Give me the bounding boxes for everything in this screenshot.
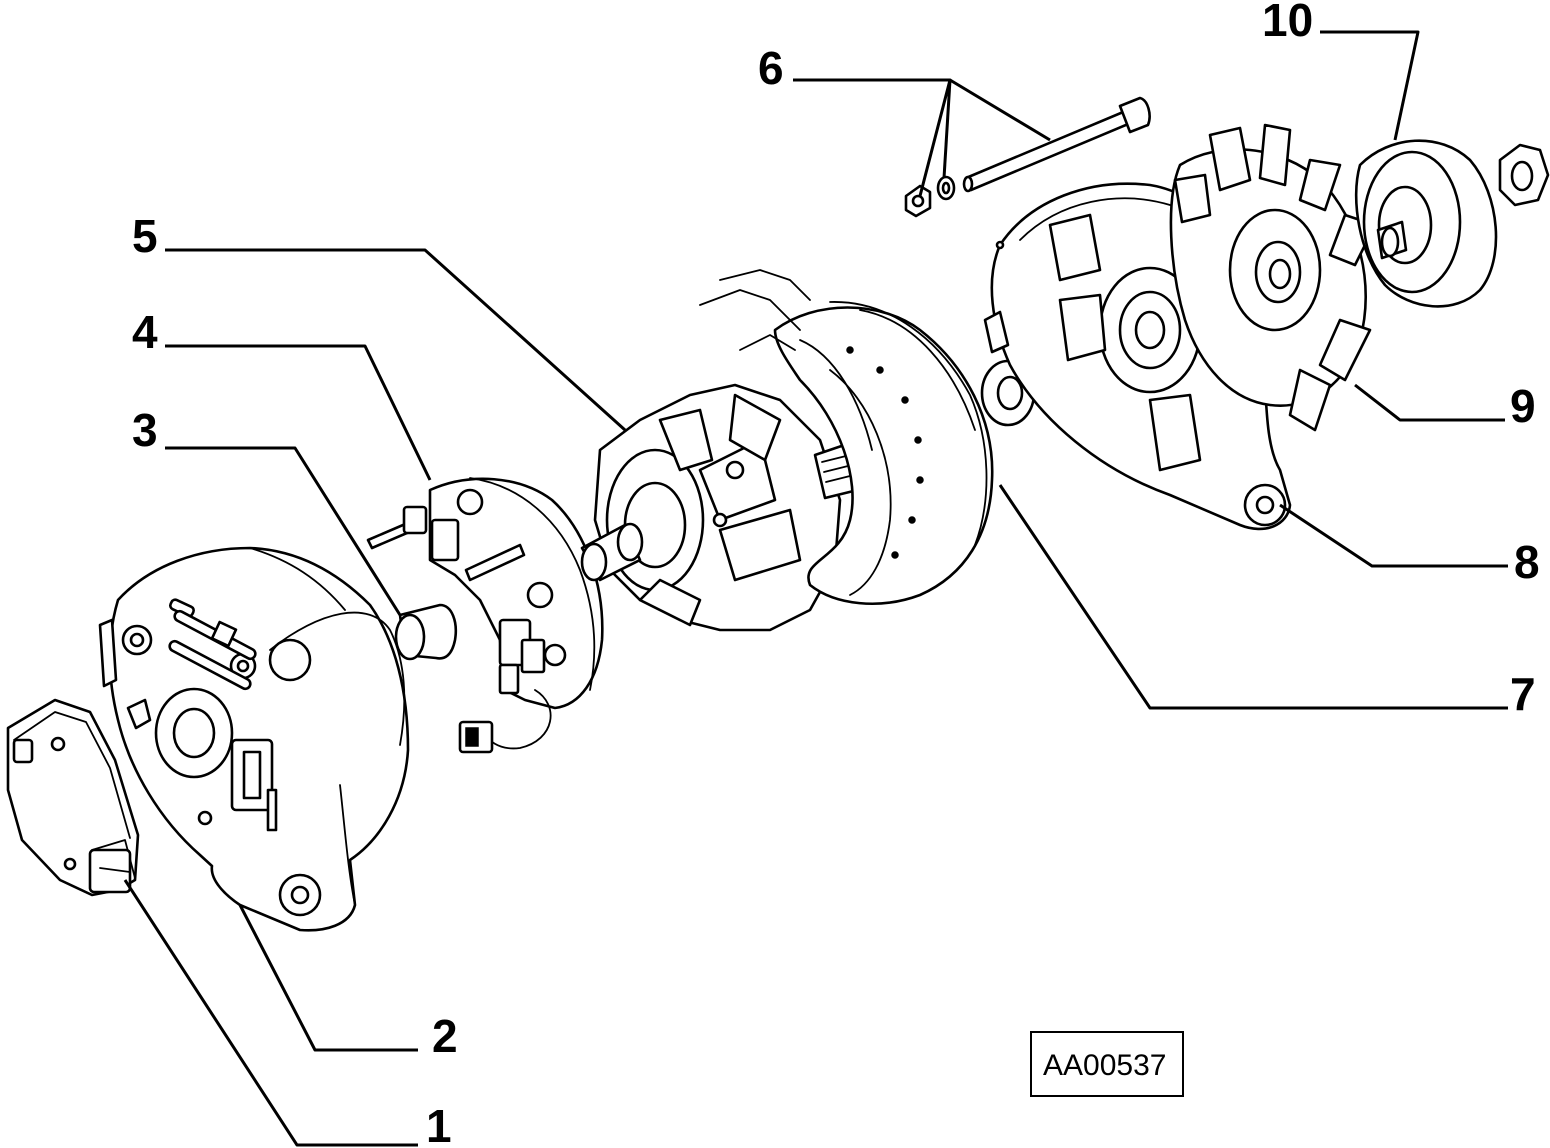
- label-2: 2: [432, 1010, 458, 1062]
- part-9-fan[interactable]: [1169, 123, 1377, 432]
- leader-10: [1320, 30, 1420, 141]
- leader-3: [165, 446, 402, 616]
- label-3: 3: [132, 404, 158, 456]
- label-9: 9: [1510, 380, 1536, 432]
- leader-8: [1279, 503, 1508, 568]
- leader-2: [238, 904, 418, 1052]
- part-4-rectifier-brush-holder[interactable]: [366, 477, 604, 754]
- leader-lines: [123, 30, 1508, 1147]
- label-10: 10: [1262, 0, 1313, 46]
- drawing-code-box: AA00537: [1030, 1031, 1184, 1097]
- label-1: 1: [426, 1100, 452, 1148]
- leader-6a: [793, 78, 952, 197]
- part-10-pulley-nut[interactable]: [1354, 139, 1550, 308]
- label-7: 7: [1510, 668, 1536, 720]
- leader-6c: [949, 78, 1051, 142]
- part-3-bearing[interactable]: [394, 603, 458, 661]
- leader-9: [1354, 383, 1505, 422]
- label-5: 5: [132, 210, 158, 262]
- label-8: 8: [1514, 536, 1540, 588]
- part-6-bolt-washer-nut[interactable]: [904, 96, 1151, 218]
- leader-4: [165, 344, 432, 481]
- part-5-rotor[interactable]: [580, 383, 883, 632]
- leader-6b: [942, 79, 952, 179]
- leader-1: [123, 879, 418, 1147]
- part-number-labels: 1 2 3 4 5 6 7 8 9 10: [132, 0, 1540, 1148]
- part-2-rear-housing[interactable]: [98, 546, 410, 932]
- leader-5: [165, 248, 627, 432]
- label-4: 4: [132, 306, 158, 358]
- drawing-code-frame: [1030, 1031, 1184, 1097]
- drawing-code: AA00537: [1043, 1049, 1166, 1082]
- part-1-regulator-cover[interactable]: [6, 698, 140, 897]
- part-7-stator[interactable]: [699, 269, 994, 605]
- leader-7: [998, 484, 1508, 710]
- label-6: 6: [758, 42, 784, 94]
